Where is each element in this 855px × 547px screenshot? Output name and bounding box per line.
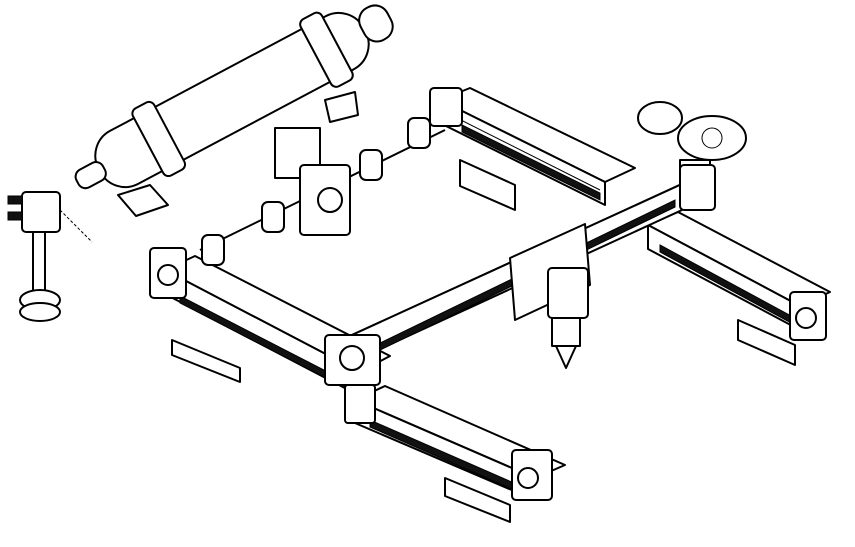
rail-foot-right: [737, 319, 796, 366]
stepper-motor: [274, 127, 321, 179]
crossbeam-x: [324, 164, 716, 386]
rail-back: [429, 87, 636, 211]
rail-foot-front: [444, 477, 511, 523]
rail-foot-left: [171, 339, 241, 383]
coupling-3: [359, 149, 383, 181]
laser-head: [509, 223, 591, 369]
motor-back: [429, 87, 463, 127]
tube-clamp-right: [299, 11, 354, 88]
crossbeam-carriage-right: [679, 164, 716, 211]
rail-right: [647, 211, 831, 366]
rail-front: [344, 384, 566, 523]
coupling-1: [261, 201, 285, 233]
tube-clamp-left: [131, 100, 187, 178]
drive-shaft: [199, 117, 446, 266]
rail-foot-back: [459, 159, 516, 211]
corner-block-front: [344, 384, 376, 424]
laser-tube: [74, 4, 394, 217]
tube-base-left: [117, 184, 169, 217]
coupling-2: [201, 234, 225, 266]
mirror-mount: [7, 191, 93, 322]
tube-base-right: [324, 91, 359, 123]
coupling-4: [407, 117, 431, 149]
